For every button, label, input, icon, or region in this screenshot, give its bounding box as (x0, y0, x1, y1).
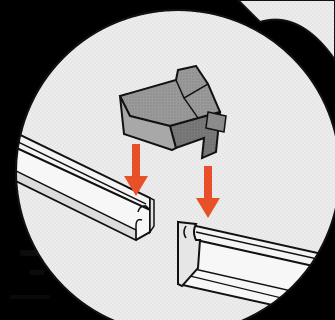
connector-block (118, 64, 227, 160)
callout-outline (15, 9, 335, 320)
left-rail (16, 128, 155, 242)
frame-texture (10, 250, 50, 299)
arrow-left (124, 144, 148, 196)
arrow-right (196, 166, 220, 218)
